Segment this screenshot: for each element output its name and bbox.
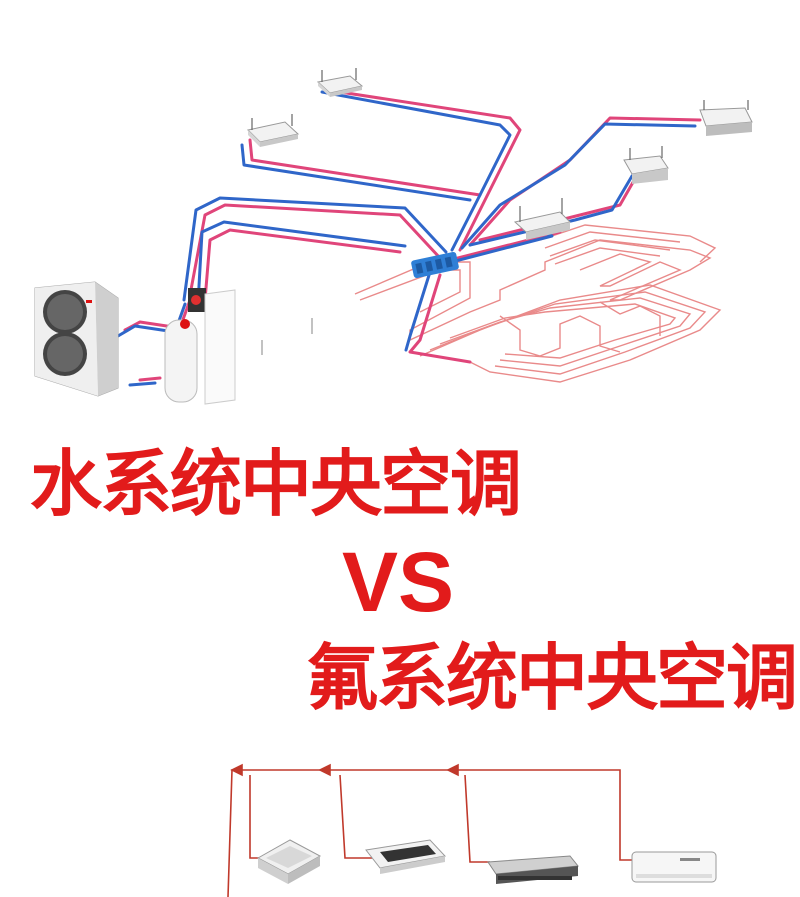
manifold-icon	[411, 251, 459, 279]
title-fluorine-system: 氟系统中央空调	[306, 636, 798, 720]
outdoor-unit-icon	[34, 281, 119, 397]
ceiling-unit-icon	[513, 198, 571, 240]
ceiling-unit-icon	[246, 114, 300, 147]
cassette-unit-icon	[256, 839, 322, 884]
ceiling-unit-icon	[365, 839, 446, 874]
duct-unit-icon	[487, 855, 579, 884]
title-water-system: 水系统中央空调	[30, 442, 522, 526]
refrigerant-lines	[227, 763, 632, 897]
floor-heating-coils	[354, 224, 722, 383]
wall-split-icon	[631, 851, 717, 883]
ceiling-unit-icon	[699, 100, 753, 136]
title-vs: VS	[342, 535, 455, 629]
ceiling-unit-icon	[316, 68, 364, 97]
water-tank-icon	[164, 288, 313, 405]
ceiling-unit-icon	[623, 146, 669, 184]
